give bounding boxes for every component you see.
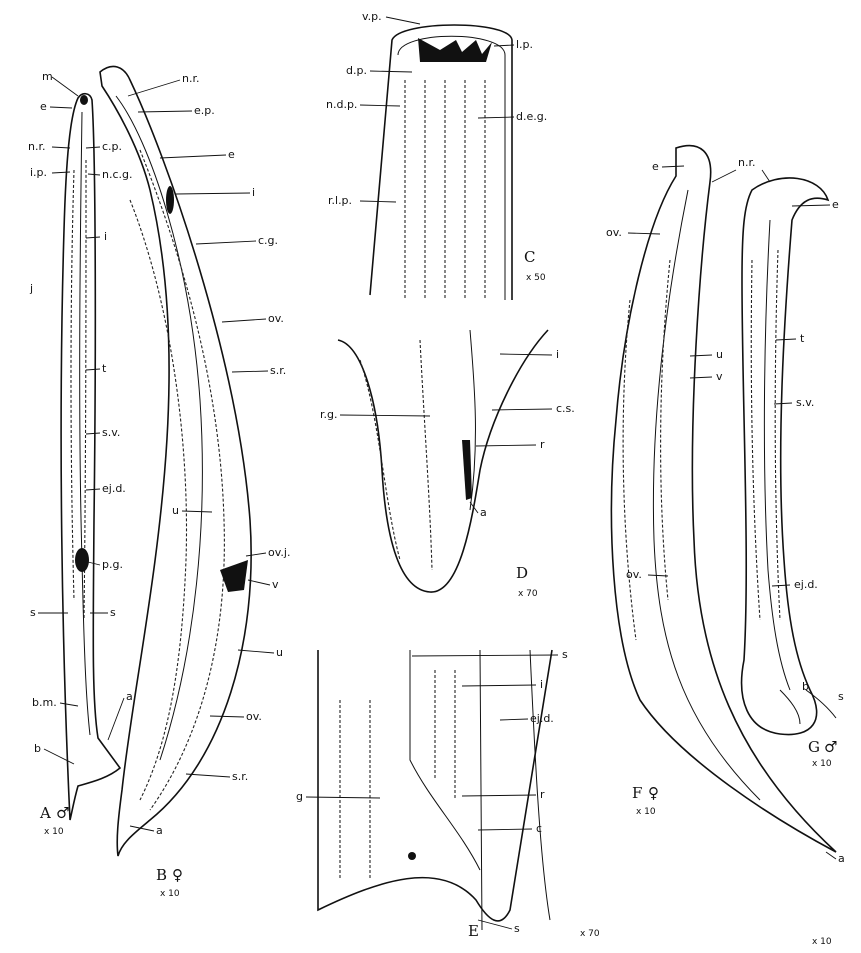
label-a-ncg: n.c.g. xyxy=(102,168,133,181)
label-a-t: t xyxy=(102,362,107,375)
figure-g-scale: x 10 xyxy=(812,759,832,769)
figure-c-letter: C xyxy=(524,248,535,266)
figure-d-scale: x 70 xyxy=(518,589,538,599)
labels-figure-e: s i ej.d. g r c s E x 70 xyxy=(296,648,600,940)
label-g-s: s xyxy=(838,690,844,703)
label-e-s-bottom: s xyxy=(514,922,520,935)
label-g-e: e xyxy=(832,198,839,211)
label-c-deg: d.e.g. xyxy=(516,110,547,123)
label-d-r: r xyxy=(540,438,545,451)
label-c-ndp: n.d.p. xyxy=(326,98,357,111)
figure-c-scale: x 50 xyxy=(526,273,546,283)
label-a-m: m xyxy=(42,70,53,83)
label-b-u1: u xyxy=(172,504,179,517)
label-a-b: b xyxy=(34,742,41,755)
label-b-cg: c.g. xyxy=(258,234,278,247)
label-a-i: i xyxy=(104,230,107,243)
label-b-v: v xyxy=(272,578,279,591)
label-b-e: e xyxy=(228,148,235,161)
footer-scale: x 10 xyxy=(812,937,832,947)
figure-g-letter: G xyxy=(808,738,820,756)
label-e-g: g xyxy=(296,790,303,803)
label-a-cp: c.p. xyxy=(102,140,122,153)
figure-a-worm xyxy=(61,94,120,820)
label-f-a: a xyxy=(838,852,845,865)
label-e-c: c xyxy=(536,822,542,835)
figure-e-cloaca xyxy=(318,650,552,930)
figure-f-scale: x 10 xyxy=(636,807,656,817)
label-f-v: v xyxy=(716,370,723,383)
label-a-a: a xyxy=(126,690,133,703)
figure-g-worm xyxy=(742,178,836,735)
label-b-nr: n.r. xyxy=(182,72,199,85)
labels-figure-d: i r.g. c.s. r a D x 70 xyxy=(320,348,575,599)
label-b-u2: u xyxy=(276,646,283,659)
label-f-u: u xyxy=(716,348,723,361)
label-a-nr: n.r. xyxy=(28,140,45,153)
label-b-sr1: s.r. xyxy=(270,364,286,377)
labels-figure-g: n.r. e t s.v. ej.d. b s G ♂ x 10 xyxy=(712,156,844,769)
label-d-a: a xyxy=(480,506,487,519)
label-e-i: i xyxy=(540,678,543,691)
label-f-e: e xyxy=(652,160,659,173)
figure-g-sex: ♂ xyxy=(824,738,837,756)
label-c-vp: v.p. xyxy=(362,10,382,23)
label-b-ov2: ov. xyxy=(246,710,262,723)
label-d-i: i xyxy=(556,348,559,361)
figure-e-scale: x 70 xyxy=(580,929,600,939)
figure-b-sex: ♀ xyxy=(172,866,183,884)
figure-a-letter: A xyxy=(39,804,51,822)
label-e-r: r xyxy=(540,788,545,801)
label-a-ejd: ej.d. xyxy=(102,482,126,495)
figure-a-sex: ♂ xyxy=(56,804,69,822)
label-g-ejd: ej.d. xyxy=(794,578,818,591)
label-b-sr2: s.r. xyxy=(232,770,248,783)
label-a-j: j xyxy=(29,282,33,295)
label-g-sv: s.v. xyxy=(796,396,814,409)
label-f-ov2: ov. xyxy=(626,568,642,581)
figure-e-letter: E xyxy=(468,922,479,940)
figure-b-scale: x 10 xyxy=(160,889,180,899)
figure-b-letter: B xyxy=(156,866,167,884)
label-b-ovj: ov.j. xyxy=(268,546,290,559)
label-a-s-left: s xyxy=(30,606,36,619)
figure-f-sex: ♀ xyxy=(648,784,659,802)
label-b-ov1: ov. xyxy=(268,312,284,325)
label-c-lp: l.p. xyxy=(516,38,533,51)
label-e-s-top: s xyxy=(562,648,568,661)
label-a-bm: b.m. xyxy=(32,696,57,709)
label-c-dp: d.p. xyxy=(346,64,367,77)
figure-b-worm xyxy=(100,66,251,856)
label-d-rg: r.g. xyxy=(320,408,338,421)
figure-a-scale: x 10 xyxy=(44,827,64,837)
labels-figure-b: n.r. e.p. e i c.g. ov. s.r. u ov.j. v u … xyxy=(128,72,290,899)
figure-c-head xyxy=(370,25,512,300)
label-g-t: t xyxy=(800,332,805,345)
label-g-b: b xyxy=(802,680,809,693)
label-a-sv: s.v. xyxy=(102,426,120,439)
label-e-ejd: ej.d. xyxy=(530,712,554,725)
label-b-i: i xyxy=(252,186,255,199)
label-a-pg: p.g. xyxy=(102,558,123,571)
label-a-e: e xyxy=(40,100,47,113)
figure-d-letter: D xyxy=(516,564,528,582)
label-f-ov1: ov. xyxy=(606,226,622,239)
label-d-cs: c.s. xyxy=(556,402,575,415)
label-a-ip: i.p. xyxy=(30,166,47,179)
label-g-nr: n.r. xyxy=(738,156,755,169)
figure-d-tail xyxy=(338,330,548,592)
label-a-s-right: s xyxy=(110,606,116,619)
label-b-a: a xyxy=(156,824,163,837)
label-b-ep: e.p. xyxy=(194,104,215,117)
figure-f-letter: F xyxy=(632,784,642,802)
figure-f-worm xyxy=(611,146,836,852)
label-c-rlp: r.l.p. xyxy=(328,194,352,207)
